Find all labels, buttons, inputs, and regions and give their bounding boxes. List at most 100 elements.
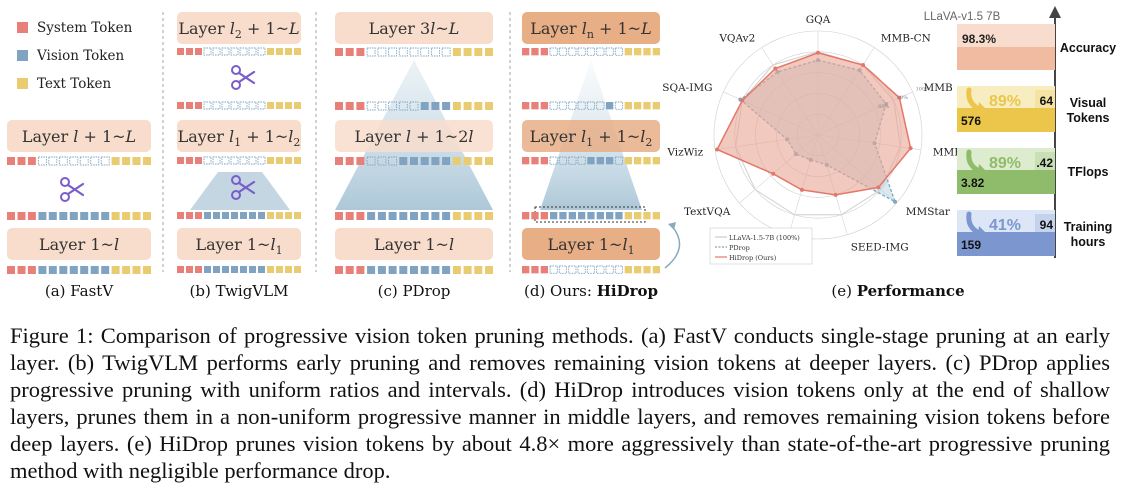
radar-axis-label: SEED-IMG xyxy=(851,241,909,253)
panel-fastv: Layer l + 1~L Layer 1~l (a) FastV xyxy=(7,120,151,300)
system-token xyxy=(17,212,26,220)
token-row xyxy=(177,47,301,56)
text-token xyxy=(624,102,632,110)
layer-label-top: Layer ln + 1~L xyxy=(530,19,651,41)
pruned-vision-token xyxy=(568,156,577,165)
radar-axis-label: TextVQA xyxy=(684,206,731,218)
text-token xyxy=(122,266,131,274)
vision-token xyxy=(420,157,429,165)
text-token xyxy=(267,212,274,219)
pruned-vision-token xyxy=(596,101,605,110)
legend-text-label: Text Token xyxy=(37,76,112,92)
vision-token xyxy=(222,266,229,273)
text-token xyxy=(122,212,131,220)
pruned-vision-token xyxy=(69,156,79,166)
text-token xyxy=(267,157,274,164)
pruned-vision-token xyxy=(558,101,568,110)
bar-value-full: 98.3% xyxy=(962,32,996,46)
pruned-vision-token xyxy=(549,156,558,165)
radar-series-area xyxy=(716,52,912,196)
figure-caption: Figure 1: Comparison of progressive visi… xyxy=(10,322,1110,484)
system-token xyxy=(540,48,548,56)
vision-token xyxy=(606,102,614,110)
token-legend: System Token Vision Token Text Token xyxy=(17,20,133,92)
radar-legend-box xyxy=(709,227,813,265)
text-token xyxy=(267,266,274,273)
pruned-vision-token xyxy=(577,265,586,274)
vision-token xyxy=(442,102,451,110)
text-token xyxy=(452,266,461,274)
text-token xyxy=(143,157,151,165)
system-token xyxy=(195,157,202,164)
system-token xyxy=(356,157,365,165)
vision-token xyxy=(258,212,265,219)
text-token xyxy=(132,266,141,274)
layer-label-bottom: Layer 1~l1 xyxy=(195,235,282,257)
pruned-vision-token xyxy=(409,47,419,57)
system-token xyxy=(345,212,354,220)
text-token xyxy=(111,157,120,165)
vision-token xyxy=(367,266,376,274)
layer-label-top: Layer 3l~L xyxy=(369,19,460,38)
bar-row-label: hours xyxy=(1071,235,1106,249)
text-token xyxy=(294,212,301,219)
bar-value-reduced: 64 xyxy=(1040,94,1054,108)
vision-token xyxy=(231,266,238,273)
pruned-vision-token xyxy=(568,265,577,274)
pruned-vision-token xyxy=(221,47,230,56)
vision-token xyxy=(80,266,89,274)
vision-token xyxy=(431,157,440,165)
pruned-vision-token xyxy=(221,156,230,165)
reduction-percent: 89% xyxy=(989,155,1021,172)
text-token xyxy=(634,212,642,220)
text-token xyxy=(634,266,642,274)
token-row xyxy=(522,47,660,56)
pruned-vision-token xyxy=(58,156,68,166)
vision-token xyxy=(80,212,89,220)
vision-token xyxy=(431,266,440,274)
radar-ring-label: 100% xyxy=(916,86,931,92)
text-token xyxy=(463,48,472,56)
bar-value-reduced: .42 xyxy=(1036,156,1053,170)
pruned-vision-token xyxy=(100,156,110,166)
layer-label-mid: Layer l1 + 1~l2 xyxy=(178,127,301,149)
pruned-vision-token xyxy=(441,47,451,57)
system-token xyxy=(531,266,539,274)
layer-label-mid: Layer l + 1~2l xyxy=(355,127,474,146)
system-token xyxy=(177,266,184,273)
bar-row-label: TFlops xyxy=(1068,165,1109,179)
layer-label-top: Layer l + 1~L xyxy=(22,127,136,146)
vision-token xyxy=(213,266,220,273)
radar-axis-label: VQAv2 xyxy=(718,32,755,44)
pruned-vision-token xyxy=(568,101,577,110)
vision-token xyxy=(399,157,408,165)
token-row xyxy=(522,156,660,165)
system-token xyxy=(522,157,530,165)
text-token xyxy=(624,157,632,165)
token-row xyxy=(335,212,493,220)
system-token xyxy=(186,48,193,55)
text-token xyxy=(285,266,292,273)
pruned-vision-token xyxy=(239,101,248,110)
radar-point xyxy=(893,199,897,204)
text-token xyxy=(463,212,472,220)
pruned-vision-token xyxy=(377,101,387,111)
vision-token xyxy=(38,212,47,220)
system-token xyxy=(540,266,548,274)
vision-token xyxy=(596,157,604,165)
vision-token xyxy=(431,102,440,110)
token-row xyxy=(177,156,301,165)
figure-label: Figure 1: xyxy=(10,323,94,348)
pruned-vision-token xyxy=(586,101,596,110)
reduction-arrow-head xyxy=(977,164,989,179)
scissors-blade xyxy=(237,70,256,85)
layer-block-bottom xyxy=(522,228,660,260)
system-token xyxy=(522,102,530,110)
pruned-vision-token xyxy=(388,47,398,57)
token-row xyxy=(177,266,301,273)
radar-ring-label: 60% xyxy=(878,104,889,110)
vision-token xyxy=(367,212,376,220)
text-token xyxy=(285,157,292,164)
radar-point xyxy=(876,185,881,190)
text-token xyxy=(452,212,461,220)
